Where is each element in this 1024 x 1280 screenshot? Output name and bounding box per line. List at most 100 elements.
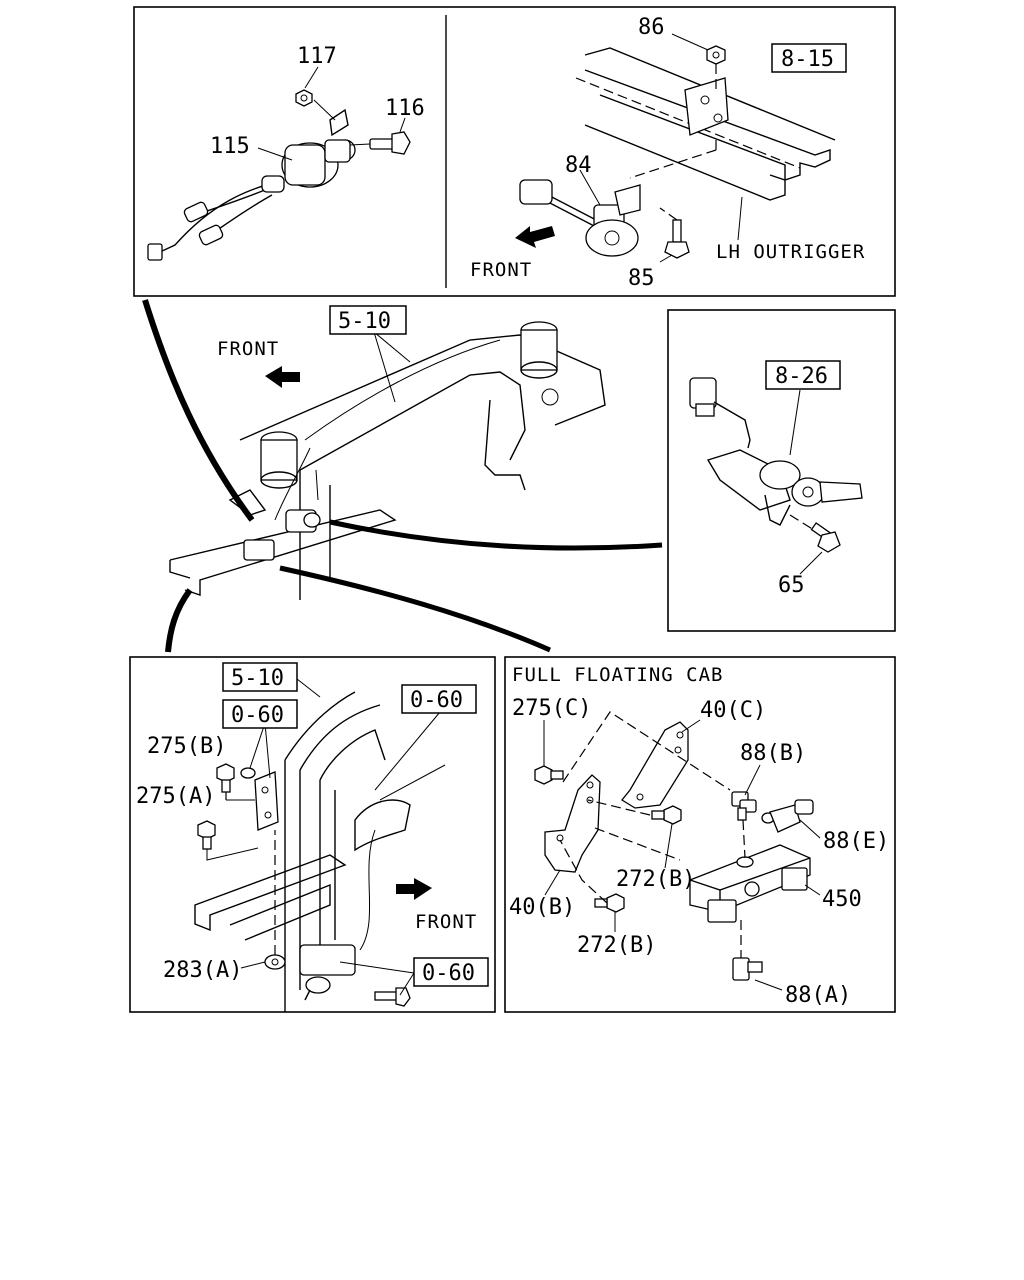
leader-283a: [240, 961, 266, 969]
leader-115: [257, 147, 293, 161]
washer-0-60: [240, 767, 256, 779]
assembly-line-65: [789, 514, 815, 531]
assembly-line-272b: [587, 799, 651, 816]
assembly-line-275c: [562, 711, 731, 791]
callout-40c: 40(C): [700, 698, 766, 723]
bolt-0-60-bottom: [374, 987, 411, 1007]
fitting-88a: [732, 957, 763, 981]
leader-0-60-valve-b: [399, 972, 415, 996]
assembly-line-117: [313, 99, 336, 121]
bottom-right-panel-frame: [504, 656, 896, 1013]
leader-88e: [799, 819, 821, 839]
assembly-line-84: [629, 149, 717, 179]
callout-88a: 88(A): [785, 983, 851, 1008]
leader-88a: [754, 979, 783, 991]
leader-swoosh-top: [142, 299, 255, 522]
bolt-116: [369, 131, 411, 155]
callout-88e: 88(E): [823, 829, 889, 854]
front-label-middle: FRONT: [217, 338, 279, 360]
switch-assembly-115: [147, 108, 356, 261]
callout-117: 117: [297, 44, 337, 69]
bolt-272b-lower: [594, 893, 625, 913]
leader-5-10-a: [373, 331, 396, 403]
front-label-top: FRONT: [470, 259, 532, 281]
leader-0-60-b: [264, 722, 271, 779]
callout-272b-upper: 272(B): [616, 867, 695, 892]
lh-outrigger-rail: [575, 47, 836, 201]
nut-117: [295, 89, 313, 107]
lh-outrigger-label: LH OUTRIGGER: [716, 241, 865, 263]
callout-116: 116: [385, 96, 425, 121]
leader-0-60-hose: [374, 711, 441, 791]
bolt-275a: [197, 820, 216, 850]
callout-85: 85: [628, 266, 655, 291]
assembly-lines-275a: [206, 799, 259, 861]
ref-box-8-26: [765, 360, 841, 390]
top-panel-frame: [133, 6, 896, 297]
callout-65: 65: [778, 573, 805, 598]
leader-85: [659, 254, 673, 263]
leader-86: [671, 33, 709, 51]
leader-0-60-valve-a: [339, 961, 415, 974]
callout-84: 84: [565, 153, 592, 178]
nut-283a: [264, 954, 286, 970]
assembly-line-85: [659, 207, 678, 221]
middle-right-panel-frame: [667, 309, 896, 632]
cab-frame-detail: [194, 691, 446, 1012]
leader-88b: [744, 764, 761, 796]
callout-88b: 88(B): [740, 741, 806, 766]
callout-272b-lower: 272(B): [577, 933, 656, 958]
assembly-line-272b-lower: [559, 839, 608, 904]
ref-label-0-60-c: 0-60: [422, 961, 475, 986]
fitting-88b: [731, 791, 757, 821]
assembly-line-40b: [594, 827, 681, 861]
leader-450: [804, 884, 821, 896]
frame-overview: [169, 321, 606, 600]
leader-65: [799, 551, 823, 575]
assembly-line-88b: [742, 819, 746, 859]
ref-label-8-15: 8-15: [781, 47, 834, 72]
ref-label-8-26: 8-26: [775, 364, 828, 389]
front-label-bottom: FRONT: [415, 911, 477, 933]
ref-label-0-60-b: 0-60: [410, 688, 463, 713]
leader-272b-upper: [664, 823, 673, 869]
leader-8-26: [789, 389, 801, 456]
callout-450: 450: [822, 887, 862, 912]
ref-label-0-60-a: 0-60: [231, 703, 284, 728]
leader-84: [579, 169, 601, 206]
callout-275a: 275(A): [136, 784, 215, 809]
ref-box-5-10-bottom: [222, 662, 298, 692]
ref-box-8-15: [771, 43, 847, 73]
bottom-left-panel-frame: [129, 656, 496, 1013]
leader-40c: [681, 719, 701, 733]
ref-box-0-60-b: [401, 684, 477, 714]
leader-5-10-bottom: [296, 678, 321, 698]
leader-swoosh-right: [329, 519, 663, 551]
nut-86: [706, 45, 726, 65]
leader-40b: [544, 869, 561, 896]
callout-86: 86: [638, 15, 665, 40]
front-arrow-icon: [396, 878, 432, 900]
front-arrow-icon: [265, 366, 300, 388]
bolt-85: [664, 219, 690, 259]
leader-5-10-b: [373, 331, 411, 363]
leader-outrigger: [737, 196, 743, 241]
leader-swoosh-bottom: [279, 565, 552, 653]
ref-box-0-60-a: [222, 699, 298, 729]
valve-block-450: [689, 844, 811, 923]
bolt-275b: [216, 763, 235, 793]
sensor-assembly-8-26: [689, 377, 863, 526]
callout-115: 115: [210, 134, 250, 159]
ref-box-0-60-c: [413, 957, 489, 987]
ref-label-5-10-middle: 5-10: [338, 309, 391, 334]
ref-label-5-10-bottom: 5-10: [231, 666, 284, 691]
leader-swoosh-left: [165, 588, 193, 653]
callout-275c: 275(C): [512, 696, 591, 721]
callout-40b: 40(B): [509, 895, 575, 920]
bracket-40b: [544, 774, 601, 873]
bolt-275c: [534, 765, 564, 785]
ref-box-5-10-middle: [329, 305, 407, 335]
assembly-line-116: [349, 143, 371, 146]
fitting-88e: [761, 799, 814, 833]
